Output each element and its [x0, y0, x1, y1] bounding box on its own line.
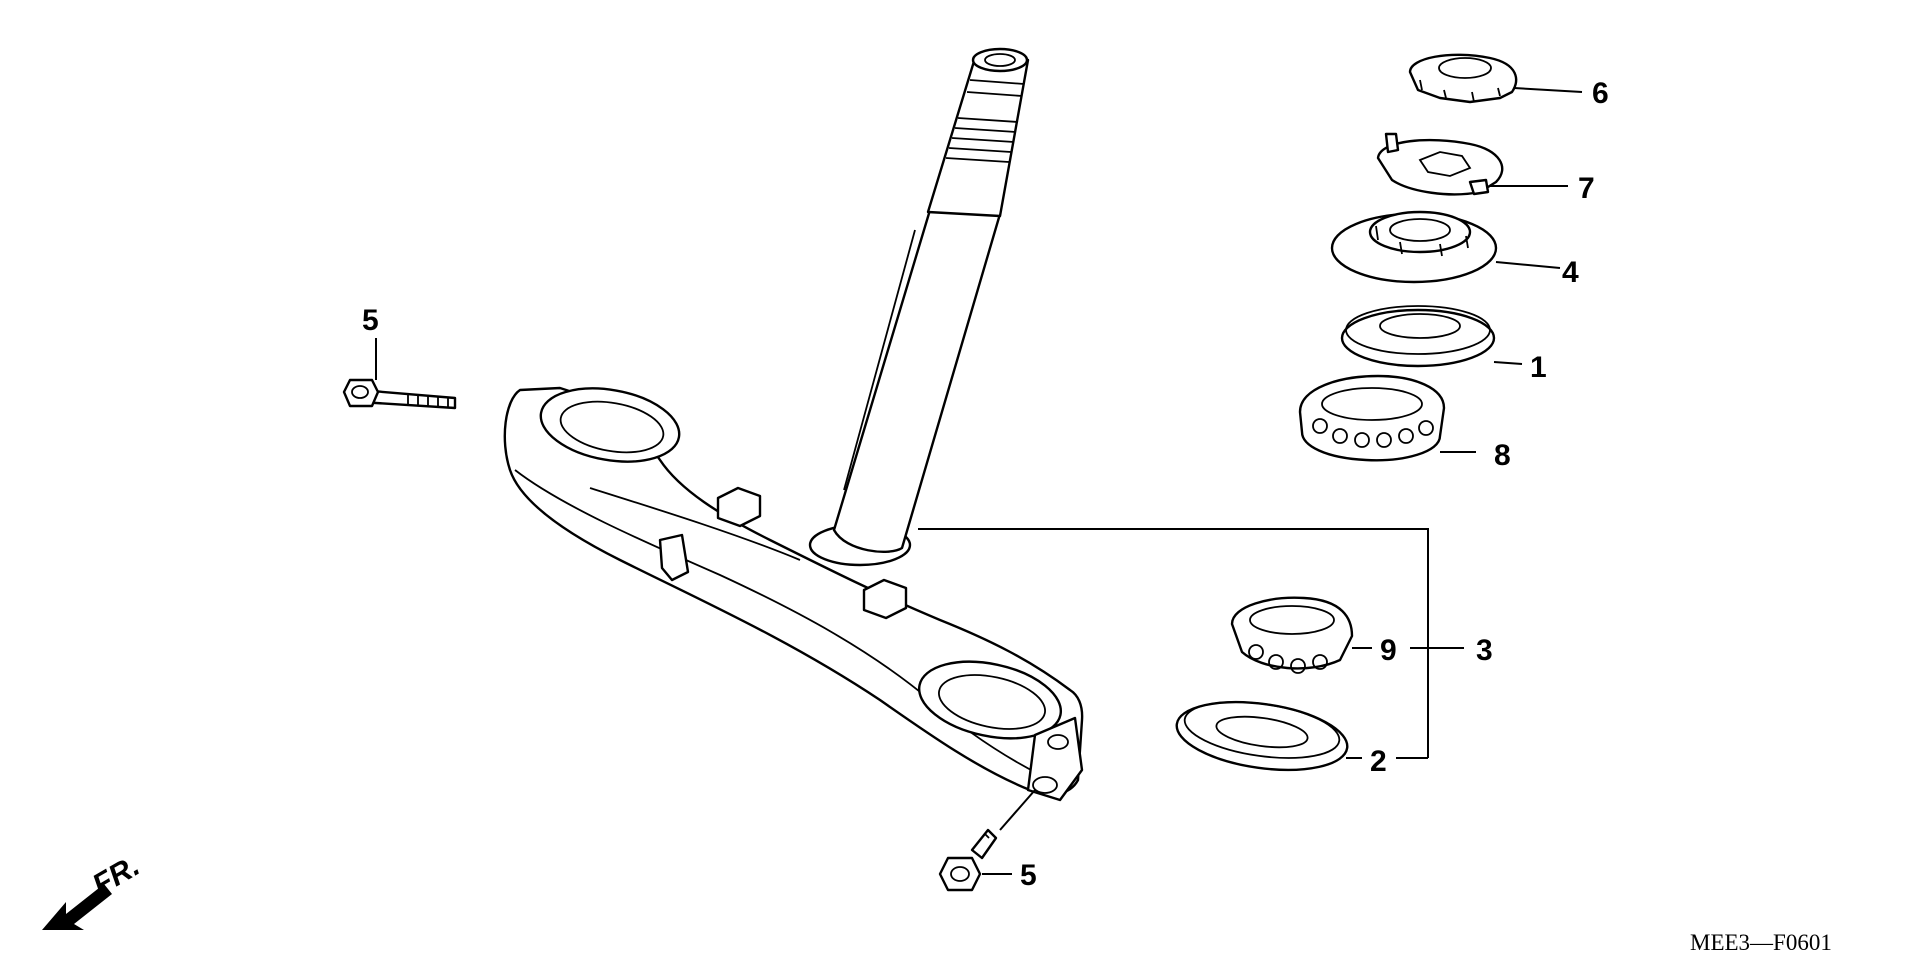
callout-8: 8	[1494, 439, 1511, 472]
diagram-code: MEE3—F0601	[1690, 930, 1832, 955]
leader-lines	[375, 87, 1583, 875]
lower-bearing-dust-seal	[1175, 700, 1349, 772]
callout-7: 7	[1578, 172, 1595, 205]
callout-2: 2	[1370, 745, 1387, 778]
front-direction-indicator: FR.	[42, 849, 145, 930]
callout-labels: 6 7 4 1 8 5 5 9 3 2	[362, 77, 1609, 892]
callout-9: 9	[1380, 634, 1397, 667]
callout-5-bottom: 5	[1020, 859, 1037, 892]
lock-washer	[1376, 132, 1504, 196]
bolt-upper-left	[342, 378, 457, 410]
steering-stem-bottom-bridge	[503, 47, 1084, 802]
bearing-balls	[1312, 418, 1434, 448]
steering-stem-locknut	[1408, 53, 1518, 104]
front-arrow-icon	[42, 884, 112, 930]
callout-6: 6	[1592, 77, 1609, 110]
bolt-bottom	[938, 828, 998, 892]
upper-steering-bearing	[1298, 374, 1446, 462]
callout-5-left: 5	[362, 304, 379, 337]
lower-steering-bearing	[1230, 596, 1354, 674]
callout-4: 4	[1562, 256, 1579, 289]
callout-1: 1	[1530, 351, 1547, 384]
upper-bearing-inner-race	[1340, 305, 1496, 368]
steering-stem-adjusting-nut	[1330, 210, 1498, 284]
callout-3: 3	[1476, 634, 1493, 667]
